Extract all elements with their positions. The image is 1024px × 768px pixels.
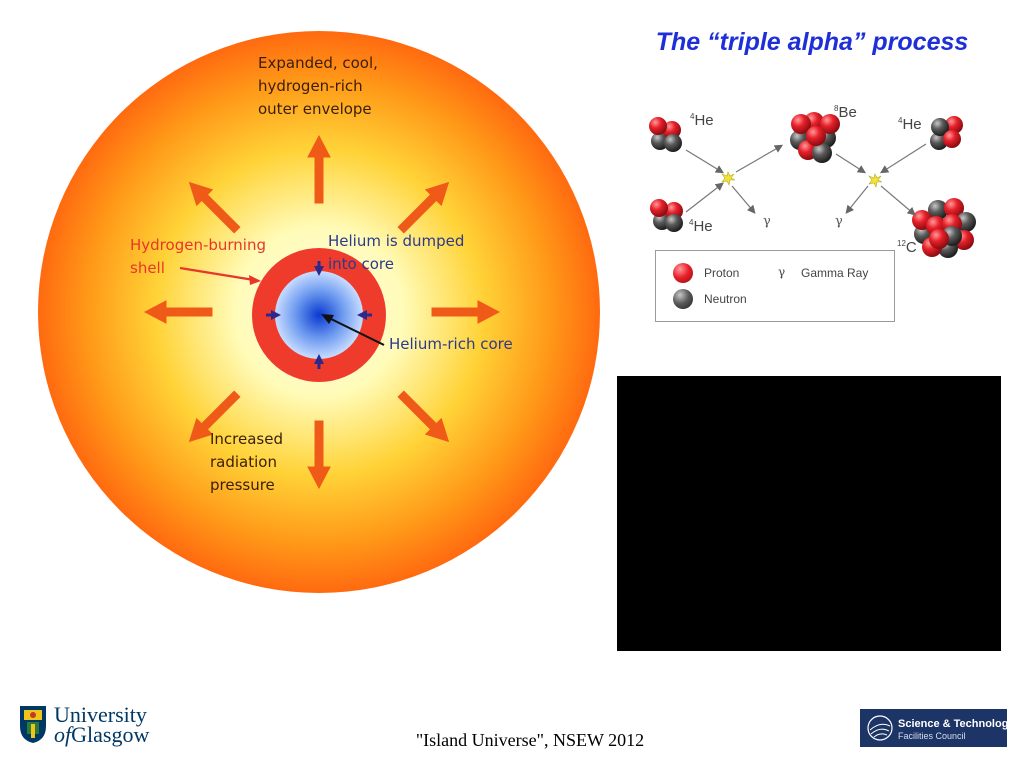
envelope-label: Expanded, cool, hydrogen-rich outer enve… [258,52,378,121]
star-structure-diagram: Expanded, cool, hydrogen-rich outer enve… [38,30,600,594]
university-logo-of: of [54,722,72,747]
legend-neutron: Neutron [704,292,747,306]
university-crest-icon [20,706,46,743]
arrow-up-left-inverse [397,181,450,234]
legend-gamma: Gamma Ray [801,266,869,280]
radiation-arrows [143,134,501,490]
isotope-mass: 4 [898,116,903,125]
isotope-he-bottom: 4He [689,218,713,235]
triple-alpha-diagram: 4He 4He 8Be 4He 12C γ γ [636,96,996,326]
isotope-c: 12C [897,239,917,256]
helium-nucleus [930,116,963,150]
isotope-symbol: He [902,116,922,133]
proton-swatch [673,263,693,283]
pressure-label-line: Increased [210,430,284,448]
arrow-down [307,420,331,490]
arrow-down-right [397,390,450,443]
isotope-mass: 8 [834,104,839,113]
isotope-mass: 12 [897,239,906,248]
reaction-graphic [649,112,976,258]
neutron-swatch [673,289,693,309]
envelope-label-line: hydrogen-rich [258,77,363,95]
isotope-symbol: C [905,239,917,256]
reaction-spark [868,173,883,188]
arrow-up-right [188,181,241,234]
isotope-symbol: He [693,218,713,235]
university-logo-line2: ofGlasgow [54,724,149,746]
helium-core [275,271,363,359]
envelope-label-line: outer envelope [258,100,372,118]
helium-dumped-line: into core [328,255,394,273]
gamma-symbol: γ [763,214,771,229]
shell-label: Hydrogen-burning shell [130,234,266,280]
legend-proton: Proton [704,266,740,280]
isotope-mass: 4 [689,218,694,227]
reaction-legend: Proton Neutron γ Gamma Ray [655,250,895,322]
core-pointer [326,316,385,346]
isotope-he-right: 4He [898,116,922,133]
isotope-be: 8Be [834,104,857,121]
isotope-symbol: Be [838,104,857,121]
helium-nucleus [649,117,682,152]
video-panel [617,376,1001,651]
pressure-label: Increased radiation pressure [210,428,283,497]
helium-nucleus [650,199,683,232]
pressure-label-line: radiation [210,453,277,471]
carbon-nucleus [912,198,976,258]
arrow-right [431,300,501,324]
inward-arrows [266,261,372,369]
stfc-logo: Science & Technology Facilities Council [860,709,1015,747]
stfc-logo-line1: Science & Technology [898,718,1015,730]
arrow-down-left [188,390,241,443]
isotope-mass: 4 [690,112,695,121]
legend-gamma-symbol: γ [778,265,786,279]
stfc-emblem-icon [867,715,893,741]
star-diagram-graphic [38,31,600,593]
university-of-glasgow-logo: University ofGlasgow [18,702,158,748]
arrow-left [143,300,213,324]
shell-label-line: shell [130,259,165,277]
helium-core-label: Helium-rich core [389,333,513,356]
shell-pointer [179,266,255,282]
shell-label-line: Hydrogen-burning [130,236,266,254]
helium-dumped-line: Helium is dumped [328,232,465,250]
reaction-arrows [685,143,927,216]
isotope-he-top: 4He [690,112,714,129]
helium-core-line: Helium-rich core [389,335,513,353]
university-logo-glasgow: Glasgow [71,722,150,747]
envelope-label-line: Expanded, cool, [258,54,378,72]
helium-dumped-label: Helium is dumped into core [328,230,464,276]
arrow-up [307,134,331,204]
pressure-label-line: pressure [210,476,275,494]
beryllium-nucleus [790,112,840,163]
footer-caption: "Island Universe", NSEW 2012 [415,730,645,750]
isotope-symbol: He [694,112,714,129]
slide-title: The “triple alpha” process [655,28,969,56]
university-logo-line1: University [54,702,147,727]
gamma-symbol: γ [835,214,843,229]
reaction-spark [721,171,736,186]
stfc-logo-line2: Facilities Council [898,731,966,741]
